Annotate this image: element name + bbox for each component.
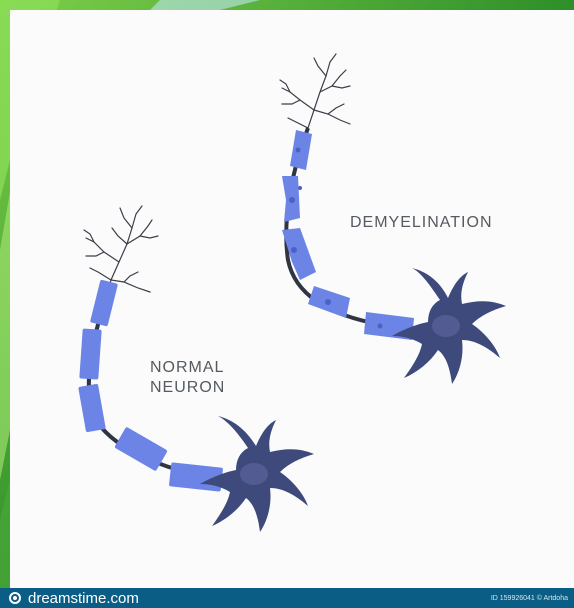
brand-link[interactable]: dreamstime.com [9, 590, 139, 607]
dreamstime-logo-icon [9, 592, 21, 604]
normal-neuron-dendrite-tree [84, 206, 158, 298]
normal-neuron-label: NORMAL NEURON [150, 358, 225, 398]
damaged-myelin-segment [290, 130, 312, 170]
myelin-segment [79, 328, 101, 379]
demyelination-label: DEMYELINATION [350, 213, 493, 233]
myelin-segment [78, 384, 106, 433]
demyelinated-neuron-dendrite-tree [280, 54, 350, 128]
footer-bar: dreamstime.com ID 159926041 © Artdoha [0, 588, 574, 608]
normal-label-line-1: NORMAL [150, 358, 225, 378]
brand-name: dreamstime.com [28, 590, 139, 607]
normal-label-line-2: NEURON [150, 378, 225, 398]
demyelinated-neuron-axon [282, 128, 430, 340]
myelin-segment [90, 279, 118, 326]
stock-id: ID 159926041 © Artdoha [491, 595, 568, 602]
